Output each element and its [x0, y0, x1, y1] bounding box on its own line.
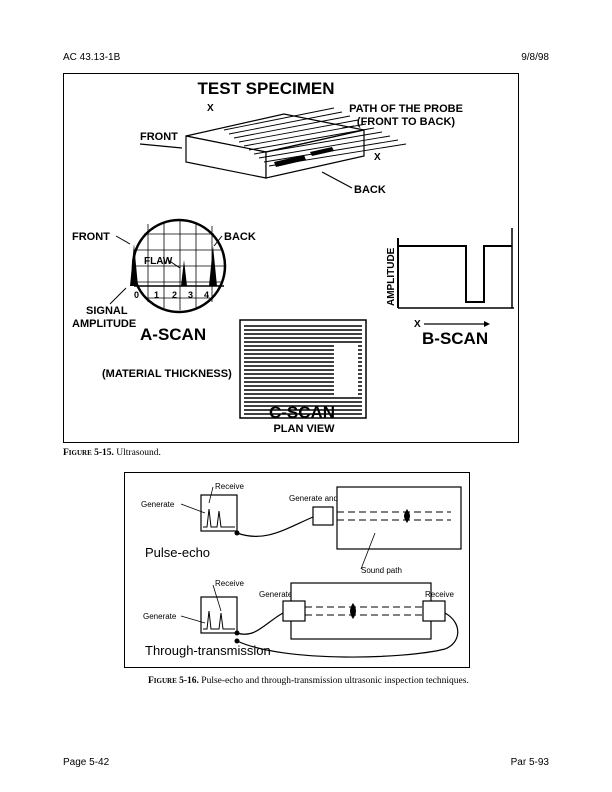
figure-5-15-text: Ultrasound. — [116, 448, 161, 458]
paragraph-reference: Par 5-93 — [510, 757, 549, 768]
generate-and-receive-label: Generate and receive — [289, 494, 366, 503]
receive-label-top: Receive — [215, 482, 244, 491]
signal-arrow — [109, 287, 127, 305]
a-scan-display — [130, 218, 227, 314]
test-specimen-title: TEST SPECIMEN — [198, 79, 335, 98]
flaw-in-specimen — [274, 147, 334, 167]
ultrasound-figure: TEST SPECIMEN X X PATH OF THE PROBE (FRO… — [63, 73, 519, 443]
generate-label-mid: Generate — [259, 590, 293, 599]
tick-2: 2 — [172, 290, 177, 300]
through-transmission-scope — [200, 596, 238, 634]
figure-5-16-caption: Figure 5-16. Pulse-echo and through-tran… — [148, 676, 469, 686]
probe-x-mark-bottom: X — [374, 152, 381, 163]
c-scan-display — [239, 319, 367, 419]
document-id: AC 43.13-1B — [63, 52, 121, 63]
receive-leader-top — [208, 486, 214, 504]
figure-5-15-label: Figure 5-15. — [63, 448, 114, 458]
b-scan-x-label: X — [414, 319, 421, 330]
pulse-echo-specimen — [336, 486, 462, 550]
figure-5-16-text: Pulse-echo and through-transmission ultr… — [201, 676, 469, 686]
a-scan-front-arrow — [115, 235, 131, 245]
c-scan-title: C-SCAN — [269, 403, 335, 422]
receive-leader-bottom — [212, 584, 222, 612]
signal-amplitude-label-2: AMPLITUDE — [72, 318, 136, 330]
a-scan-back-arrow — [213, 235, 223, 247]
front-arrow — [139, 143, 183, 149]
receive-label-bottom: Receive — [215, 579, 244, 588]
generate-connector — [234, 630, 240, 636]
pulse-echo-scope — [200, 494, 238, 532]
sound-path-leader — [360, 532, 376, 570]
through-transmission-specimen — [282, 582, 446, 640]
probe-x-mark-top: X — [207, 103, 214, 114]
flaw-arrow — [167, 259, 181, 269]
receive-cable — [236, 612, 459, 658]
a-scan-title: A-SCAN — [140, 325, 206, 344]
ultrasound-diagram: TEST SPECIMEN X X PATH OF THE PROBE (FRO… — [72, 79, 514, 435]
back-arrow — [321, 171, 353, 189]
plan-view-label: PLAN VIEW — [273, 423, 335, 435]
generate-label-top: Generate — [141, 500, 175, 509]
back-label: BACK — [354, 184, 386, 196]
through-transmission-title: Through-transmission — [145, 643, 271, 658]
signal-amplitude-label-1: SIGNAL — [86, 305, 128, 317]
pulse-echo-diagram: Receive Generate Generate and receive Pu… — [141, 482, 462, 658]
material-thickness-label: (MATERIAL THICKNESS) — [102, 368, 232, 380]
generate-leader-bottom — [180, 615, 206, 624]
document-date: 9/8/98 — [521, 52, 549, 63]
tick-3: 3 — [188, 290, 193, 300]
a-scan-front-label: FRONT — [72, 231, 110, 243]
a-scan-back-label: BACK — [224, 231, 256, 243]
figure-5-16-label: Figure 5-16. — [148, 676, 199, 686]
pulse-echo-title: Pulse-echo — [145, 545, 210, 560]
generate-cable — [236, 612, 284, 635]
a-scan-ticks: 0 1 2 3 4 — [134, 290, 209, 300]
pulse-echo-cable — [236, 516, 314, 537]
amplitude-axis-label: AMPLITUDE — [386, 247, 397, 306]
sound-path-label: Sound path — [361, 566, 402, 575]
path-of-probe-label-1: PATH OF THE PROBE — [349, 103, 463, 115]
b-scan-display: AMPLITUDE X — [386, 228, 514, 330]
generate-label-bottom: Generate — [143, 612, 177, 621]
generate-leader-top — [180, 503, 206, 514]
page-number: Page 5-42 — [63, 757, 110, 768]
pulse-echo-transducer — [312, 506, 334, 526]
tick-4: 4 — [204, 290, 209, 300]
flaw-label: FLAW — [144, 256, 173, 267]
pulse-echo-connector — [234, 530, 240, 536]
front-label: FRONT — [140, 131, 178, 143]
figure-5-15-caption: Figure 5-15. Ultrasound. — [63, 448, 161, 458]
receive-label-right: Receive — [425, 590, 454, 599]
tick-1: 1 — [154, 290, 159, 300]
tick-0: 0 — [134, 290, 139, 300]
path-of-probe-label-2: (FRONT TO BACK) — [357, 116, 456, 128]
path-leader-line — [341, 125, 355, 129]
pulse-echo-figure: Receive Generate Generate and receive Pu… — [124, 472, 470, 668]
b-scan-title: B-SCAN — [422, 329, 488, 348]
receive-connector — [234, 638, 240, 644]
